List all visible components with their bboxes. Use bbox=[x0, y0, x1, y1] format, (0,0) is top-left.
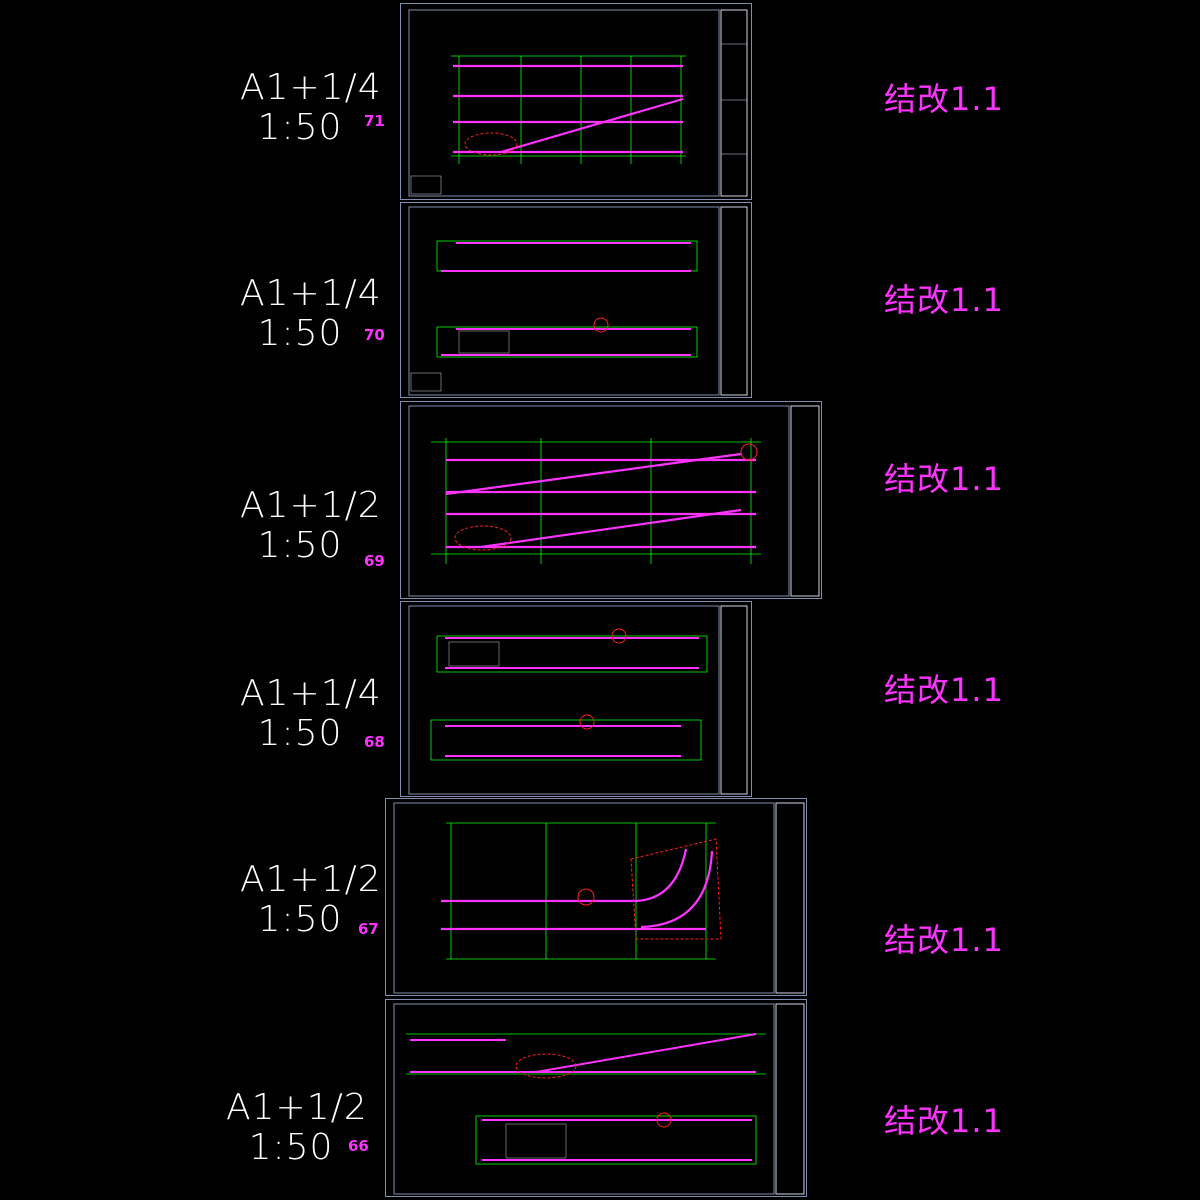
plan-drawing bbox=[393, 802, 805, 994]
sheet-scale: 1:50 bbox=[257, 107, 343, 148]
sheet-size-scale: A1+1/4 1:50 bbox=[240, 67, 382, 148]
sheet-number: 69 bbox=[364, 552, 385, 570]
drawing-sheet[interactable] bbox=[400, 3, 752, 200]
drawing-sheet[interactable] bbox=[400, 401, 822, 599]
drawing-sheet[interactable] bbox=[385, 999, 807, 1197]
plan-drawing bbox=[393, 1003, 805, 1195]
plan-drawing bbox=[408, 405, 820, 597]
sheet-size: A1+1/2 bbox=[226, 1087, 368, 1128]
sheet-number: 67 bbox=[358, 920, 379, 938]
sheet-size: A1+1/4 bbox=[240, 67, 382, 108]
revision-note: 结改1.1 bbox=[884, 1102, 1004, 1140]
sheet-size-scale: A1+1/4 1:50 bbox=[240, 673, 382, 754]
plan-drawing bbox=[408, 206, 748, 396]
sheet-size-scale: A1+1/2 1:50 bbox=[226, 1087, 368, 1168]
plan-drawing bbox=[408, 9, 748, 197]
sheet-size-scale: A1+1/2 1:50 bbox=[240, 485, 382, 566]
sheet-scale: 1:50 bbox=[257, 713, 343, 754]
sheet-size: A1+1/4 bbox=[240, 273, 382, 314]
drawing-sheet[interactable] bbox=[400, 601, 752, 797]
sheet-scale: 1:50 bbox=[257, 899, 343, 940]
revision-note: 结改1.1 bbox=[884, 921, 1004, 959]
sheet-number: 71 bbox=[364, 112, 385, 130]
sheet-number: 70 bbox=[364, 326, 385, 344]
sheet-scale: 1:50 bbox=[248, 1127, 334, 1168]
sheet-size-scale: A1+1/2 1:50 bbox=[240, 859, 382, 940]
sheet-size: A1+1/2 bbox=[240, 485, 382, 526]
sheet-scale: 1:50 bbox=[257, 313, 343, 354]
drawing-sheet[interactable] bbox=[400, 202, 752, 398]
revision-note: 结改1.1 bbox=[884, 460, 1004, 498]
revision-note: 结改1.1 bbox=[884, 281, 1004, 319]
sheet-size: A1+1/4 bbox=[240, 673, 382, 714]
sheet-scale: 1:50 bbox=[257, 525, 343, 566]
sheet-size-scale: A1+1/4 1:50 bbox=[240, 273, 382, 354]
sheet-number: 66 bbox=[348, 1137, 369, 1155]
sheet-size: A1+1/2 bbox=[240, 859, 382, 900]
drawing-sheet[interactable] bbox=[385, 798, 807, 996]
revision-note: 结改1.1 bbox=[884, 671, 1004, 709]
sheet-number: 68 bbox=[364, 733, 385, 751]
revision-note: 结改1.1 bbox=[884, 80, 1004, 118]
plan-drawing bbox=[408, 605, 748, 795]
